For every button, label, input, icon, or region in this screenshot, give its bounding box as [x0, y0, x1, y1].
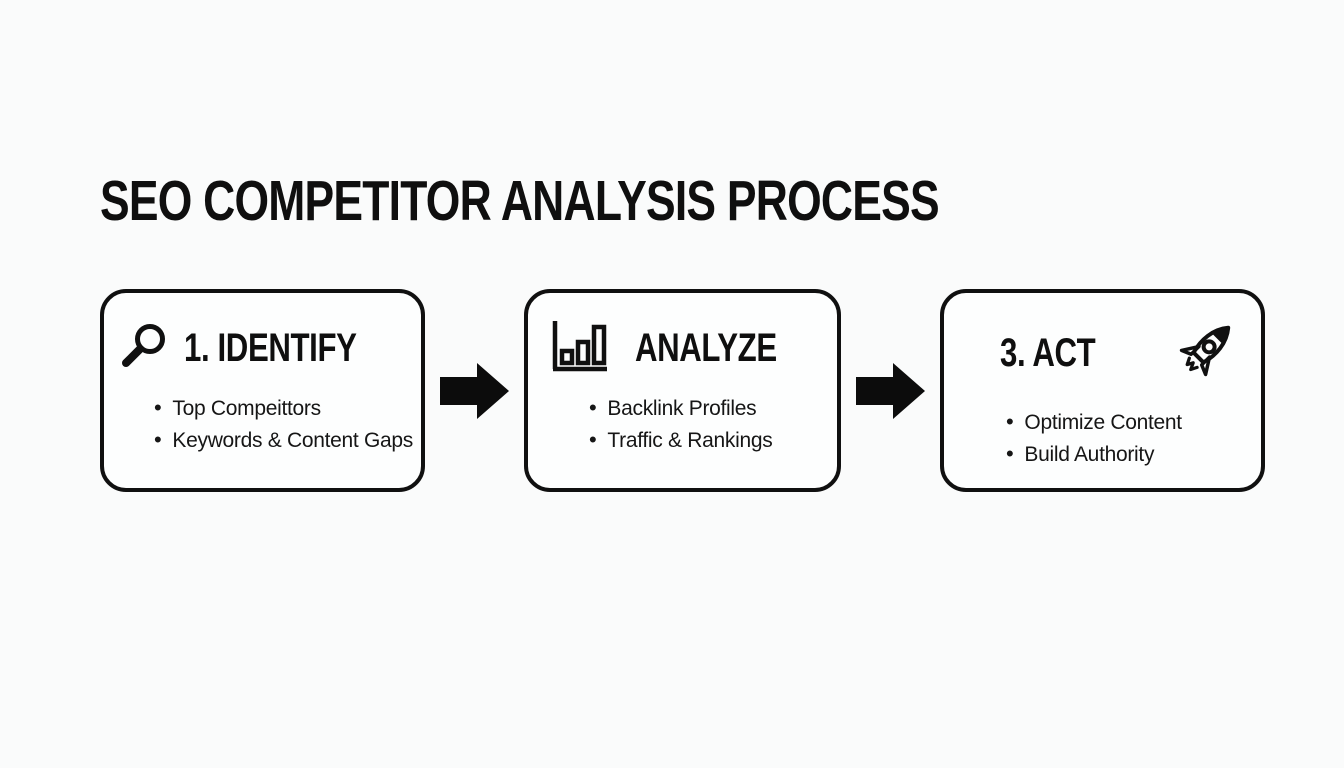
step-card-identify: 1. IDENTIFY Top Compeittors Keywords & C…	[100, 289, 425, 492]
arrow-right-icon	[855, 362, 926, 420]
step-bullet-list: Optimize Content Build Authority	[944, 406, 1261, 470]
page-title: SEO COMPETITOR ANALYSIS PROCESS	[100, 169, 940, 234]
step-bullet-list: Top Compeittors Keywords & Content Gaps	[104, 392, 421, 456]
step-header: 3. ACT	[944, 315, 1261, 392]
bullet-item: Backlink Profiles	[589, 392, 837, 424]
bullet-item: Top Compeittors	[154, 392, 421, 424]
step-title: 3. ACT	[1000, 331, 1096, 375]
bullet-text: Build Authority	[1024, 443, 1155, 466]
arrow-right-icon	[439, 362, 510, 420]
bullet-item: Optimize Content	[1006, 406, 1261, 438]
step-header: ANALYZE	[528, 319, 837, 378]
process-flow: 1. IDENTIFY Top Compeittors Keywords & C…	[100, 289, 1265, 492]
bullet-text: Traffic & Rankings	[607, 429, 773, 452]
bullet-item: Traffic & Rankings	[589, 424, 837, 456]
magnifier-icon	[117, 319, 171, 378]
bullet-item: Build Authority	[1006, 438, 1261, 470]
step-card-act: 3. ACT	[940, 289, 1265, 492]
bullet-text: Top Compeittors	[172, 397, 321, 420]
step-title: 1. IDENTIFY	[184, 326, 357, 370]
bullet-text: Optimize Content	[1024, 411, 1182, 434]
step-title: ANALYZE	[635, 326, 777, 370]
bullet-text: Keywords & Content Gaps	[172, 429, 413, 452]
step-bullet-list: Backlink Profiles Traffic & Rankings	[528, 392, 837, 456]
step-header: 1. IDENTIFY	[104, 319, 421, 378]
bar-chart-icon	[549, 319, 611, 378]
step-card-analyze: ANALYZE Backlink Profiles Traffic & Rank…	[524, 289, 841, 492]
bullet-item: Keywords & Content Gaps	[154, 424, 421, 456]
rocket-icon	[1169, 315, 1239, 392]
bullet-text: Backlink Profiles	[607, 397, 757, 420]
